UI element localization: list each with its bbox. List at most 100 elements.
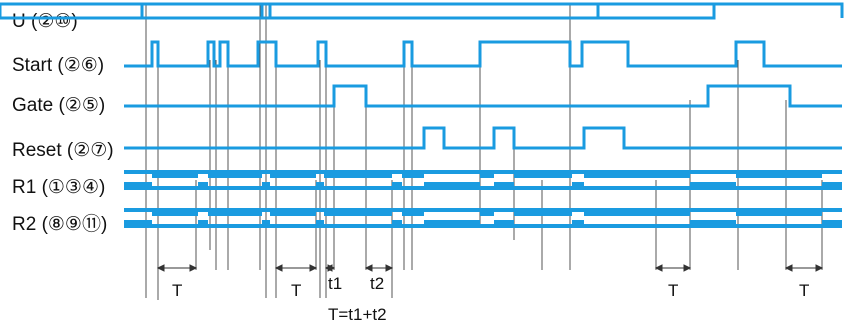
relay-state-nc: [316, 220, 324, 228]
signal-row-start: Start (②⑥): [12, 40, 842, 76]
relay-track: [402, 224, 424, 228]
arrow-head: [309, 264, 318, 272]
measurement-label: t2: [370, 274, 384, 293]
relay-state-no: [480, 170, 494, 178]
relay-state-no: [152, 208, 198, 216]
relay-track: [822, 170, 842, 174]
arrow-head: [327, 264, 336, 272]
relay-state-nc: [392, 220, 402, 228]
relay-trace-r2: [124, 208, 842, 228]
relay-track: [584, 224, 690, 228]
relay-state-nc: [124, 220, 152, 228]
relay-state-nc: [316, 182, 324, 190]
relay-track: [124, 170, 152, 174]
measurement-label: T: [172, 281, 182, 300]
relay-track: [690, 170, 736, 174]
signal-label-reset: Reset (②⑦): [12, 140, 114, 161]
relay-track: [514, 186, 572, 190]
relay-state-no: [736, 208, 822, 216]
relay-track: [152, 186, 198, 190]
relay-track: [392, 208, 402, 212]
relay-track: [514, 224, 572, 228]
relay-track: [572, 208, 584, 212]
arrow-head: [385, 264, 394, 272]
relay-state-no: [584, 170, 690, 178]
relay-track: [124, 208, 152, 212]
arrow-head: [274, 264, 283, 272]
relay-state-no: [208, 170, 262, 178]
relay-state-no: [736, 170, 822, 178]
signal-label-r1: R1 (①③④): [12, 177, 105, 198]
relay-state-nc: [690, 182, 736, 190]
signal-label-r2: R2 (⑧⑨⑪): [12, 213, 107, 235]
relay-state-no: [152, 170, 198, 178]
relay-state-nc: [424, 220, 480, 228]
relay-state-no: [270, 208, 316, 216]
relay-track: [198, 170, 208, 174]
relay-track: [402, 186, 424, 190]
relay-state-nc: [822, 220, 842, 228]
relay-state-nc: [198, 182, 208, 190]
arrow-head: [189, 264, 198, 272]
relay-track: [392, 170, 402, 174]
relay-state-no: [480, 208, 494, 216]
relay-state-nc: [124, 182, 152, 190]
relay-track: [424, 170, 480, 174]
signal-row-reset: Reset (②⑦): [12, 126, 842, 161]
relay-state-nc: [262, 182, 270, 190]
signal-trace-gate: [124, 84, 842, 108]
signal-trace-start: [124, 40, 842, 68]
relay-state-no: [514, 170, 572, 178]
relay-state-nc: [494, 220, 514, 228]
signal-label-u: U (②⑩): [12, 11, 78, 32]
relay-track: [208, 186, 262, 190]
relay-track: [270, 186, 316, 190]
relay-track: [316, 208, 324, 212]
arrow-head: [654, 264, 663, 272]
arrow-head: [784, 264, 793, 272]
measurement-label: T: [291, 281, 301, 300]
relay-state-nc: [424, 182, 480, 190]
relay-track: [316, 170, 324, 174]
relay-track: [494, 208, 514, 212]
relay-track: [198, 208, 208, 212]
relay-state-nc: [262, 220, 270, 228]
relay-state-nc: [572, 220, 584, 228]
relay-track: [262, 208, 270, 212]
relay-state-no: [270, 170, 316, 178]
relay-track: [690, 208, 736, 212]
arrow-head: [364, 264, 373, 272]
relay-track: [736, 224, 822, 228]
relay-track: [324, 186, 392, 190]
relay-state-no: [584, 208, 690, 216]
signal-row-r2: R2 (⑧⑨⑪): [12, 208, 842, 235]
relay-state-no: [208, 208, 262, 216]
relay-state-nc: [690, 220, 736, 228]
relay-track: [736, 186, 822, 190]
measurement-label: T: [668, 281, 678, 300]
timing-formula: T=t1+t2: [328, 305, 387, 324]
arrow-head: [156, 264, 165, 272]
relay-state-no: [402, 170, 424, 178]
signal-trace-reset: [124, 126, 842, 150]
measurement-label: T: [799, 281, 809, 300]
measurement-label: t1: [328, 274, 342, 293]
arrow-head: [815, 264, 824, 272]
signal-trace-u: [0, 2, 844, 20]
relay-trace-r1: [124, 170, 842, 190]
relay-track: [424, 208, 480, 212]
relay-track: [584, 186, 690, 190]
relay-state-nc: [572, 182, 584, 190]
guide-lines: [145, 5, 823, 300]
relay-state-nc: [198, 220, 208, 228]
relay-state-nc: [494, 182, 514, 190]
relay-track: [480, 224, 494, 228]
relay-track: [208, 224, 262, 228]
relay-state-no: [514, 208, 572, 216]
relay-state-nc: [392, 182, 402, 190]
signal-row-u: U (②⑩): [0, 2, 844, 32]
relay-track: [480, 186, 494, 190]
relay-state-nc: [822, 182, 842, 190]
